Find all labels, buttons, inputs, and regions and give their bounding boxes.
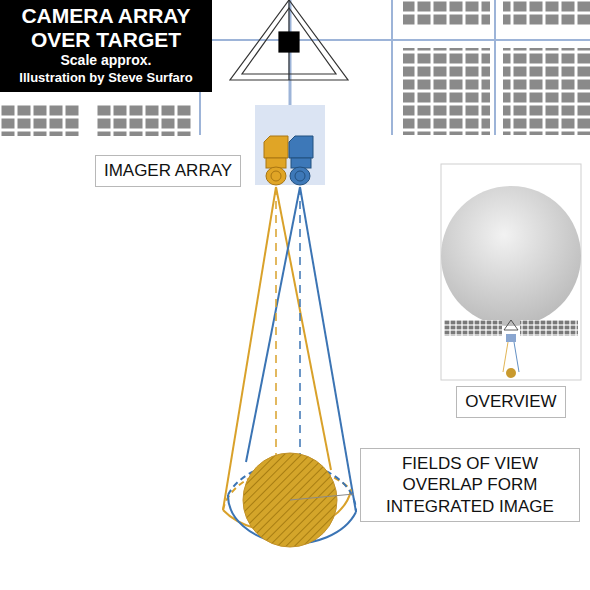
note-text: Illustration by Steve Surfaro <box>6 70 206 86</box>
callout-label: IMAGER ARRAY <box>95 155 241 186</box>
overview-inset <box>441 164 581 380</box>
drone-frame <box>230 0 348 80</box>
heading-text: FIELDS OF VIEW OVERLAP FORM INTEGRATED I… <box>369 453 571 517</box>
title-block: CAMERA ARRAY OVER TARGETScale approx.Ill… <box>0 0 212 92</box>
imager-housing <box>255 105 325 185</box>
heading-text: IMAGER ARRAY <box>104 160 232 181</box>
callout-label: FIELDS OF VIEW OVERLAP FORM INTEGRATED I… <box>360 448 580 522</box>
heading-text: CAMERA ARRAY OVER TARGET <box>6 4 206 52</box>
blue-camera <box>289 136 313 185</box>
note-text: Scale approx. <box>6 52 206 70</box>
gold-camera <box>264 136 288 185</box>
callout-label: OVERVIEW <box>456 386 565 417</box>
heading-text: OVERVIEW <box>465 391 556 412</box>
fields-of-view <box>223 187 356 547</box>
